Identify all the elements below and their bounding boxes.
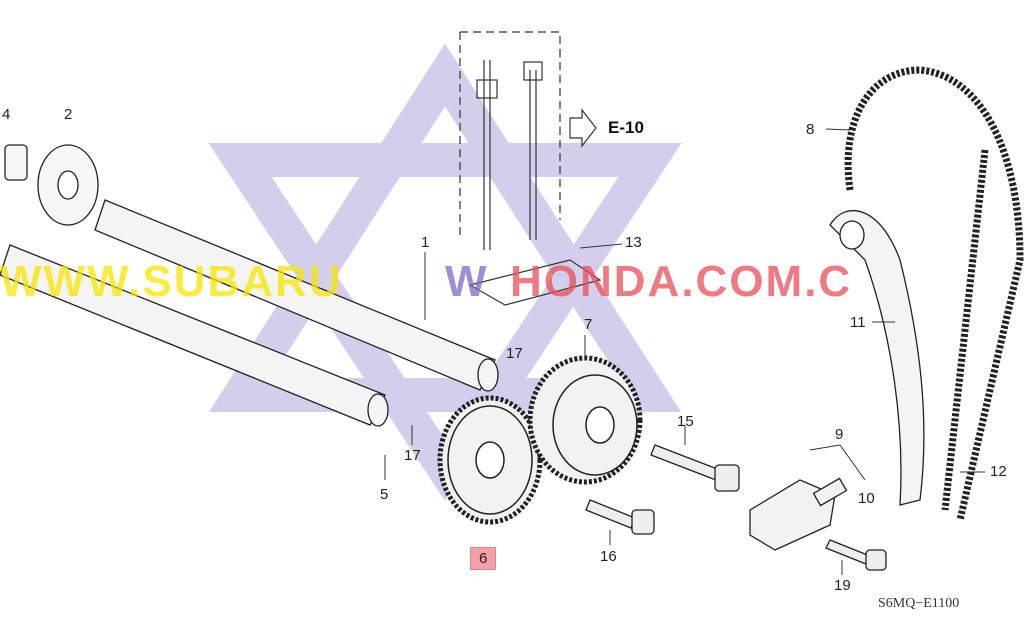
gear-7 xyxy=(527,355,643,485)
chain-guide-11 xyxy=(829,210,925,506)
callout-12: 12 xyxy=(990,463,1007,480)
callout-5: 5 xyxy=(380,486,389,503)
callout-9: 9 xyxy=(835,426,844,443)
callout-16: 16 xyxy=(600,548,617,565)
callout-19: 19 xyxy=(834,577,851,594)
callout-11: 11 xyxy=(850,314,866,331)
callout-17-upper: 17 xyxy=(506,345,523,362)
callout-4: 4 xyxy=(2,106,11,123)
watermark-part-2: W xyxy=(445,257,489,306)
callout-13: 13 xyxy=(625,234,642,251)
callout-2: 2 xyxy=(64,106,73,123)
callout-17-lower: 17 xyxy=(404,447,421,464)
diagram-code: S6MQ−E1100 xyxy=(878,596,960,611)
callout-15: 15 xyxy=(677,413,694,430)
gear-6 xyxy=(437,395,543,525)
bolts xyxy=(585,444,887,571)
callout-8: 8 xyxy=(806,121,815,138)
tensioner xyxy=(749,477,848,551)
leader-lines xyxy=(384,128,985,575)
callout-10: 10 xyxy=(858,490,875,507)
watermark-part-3: HONDA.COM.C xyxy=(510,257,853,306)
bolt-box xyxy=(459,31,602,306)
watermark-part-1: WWW.SUBARU xyxy=(0,257,343,306)
camshaft-upper xyxy=(94,199,499,392)
sensor-plate xyxy=(4,144,99,226)
callout-1: 1 xyxy=(421,234,430,251)
callout-6[interactable]: 6 xyxy=(470,547,497,570)
callout-7: 7 xyxy=(584,316,593,333)
reference-label: E-10 xyxy=(608,118,644,137)
camshaft-lower xyxy=(0,244,389,427)
timing-chain xyxy=(844,66,1024,521)
